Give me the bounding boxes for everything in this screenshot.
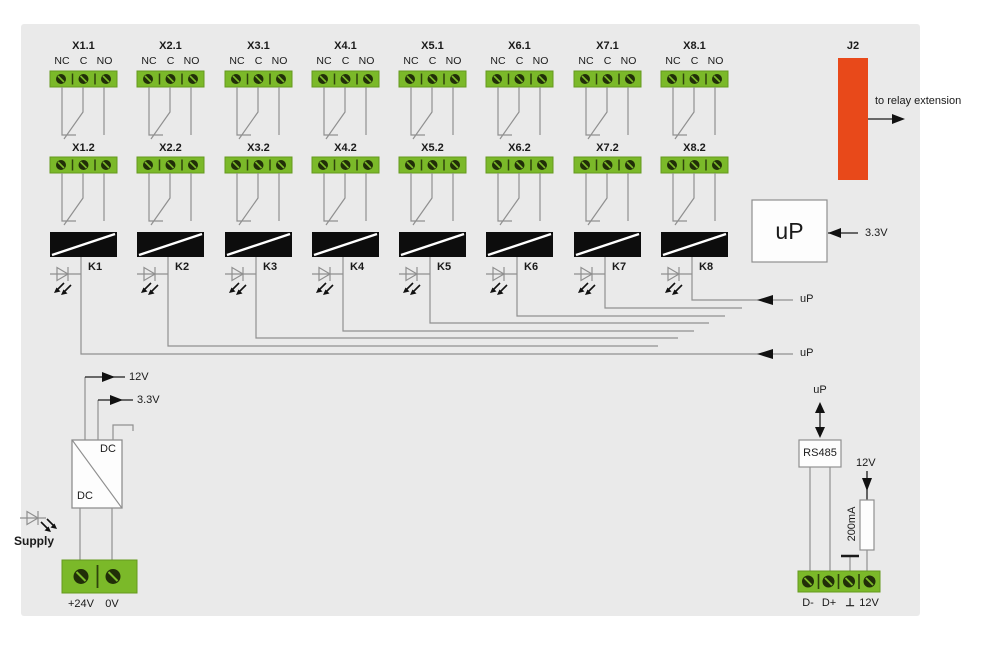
extension-arrow xyxy=(892,114,905,124)
supply-wires xyxy=(79,377,134,560)
terminal-label: X6.1 xyxy=(508,40,531,52)
relay-drive-bus xyxy=(80,257,793,355)
rail-12v-label: 12V xyxy=(129,371,149,383)
rs485-down-arrow xyxy=(815,427,825,438)
relay-label: K3 xyxy=(263,261,278,273)
up-3v3-arrow xyxy=(828,228,841,238)
terminal-label: X8.2 xyxy=(683,142,706,154)
terminal-label: X8.1 xyxy=(683,40,706,52)
fuse-rail-label: 12V xyxy=(856,457,876,469)
rail-12v-arrow xyxy=(102,372,115,382)
supply-led-icon xyxy=(20,510,57,532)
relay-label: K6 xyxy=(524,261,539,273)
terminal-0v-label: 0V xyxy=(105,598,119,610)
up-bus-arrow-bottom xyxy=(757,349,773,359)
relay-label: K1 xyxy=(88,261,103,273)
terminal-dminus-label: D- xyxy=(802,597,814,609)
terminal-label: X7.2 xyxy=(596,142,619,154)
terminal-12v-label: 12V xyxy=(859,597,879,609)
terminal-label: X3.1 xyxy=(247,40,270,52)
up-bus-arrow-top xyxy=(757,295,773,305)
up-power-label: 3.3V xyxy=(865,227,888,239)
j2-connector xyxy=(838,58,868,180)
rs485-box-label: RS485 xyxy=(803,447,837,459)
rail-3v3-arrow xyxy=(110,395,123,405)
fuse-rating-label: 200mA xyxy=(846,506,858,542)
relay-label: K7 xyxy=(612,261,627,273)
supply-terminal-block xyxy=(61,559,138,594)
schematic-background-panel xyxy=(21,24,920,616)
up-bus-label-top: uP xyxy=(800,293,814,305)
extension-note: to relay extension xyxy=(875,95,962,107)
dcdc-bottom-label: DC xyxy=(77,490,93,502)
relay-label: K2 xyxy=(175,261,190,273)
terminal-label: X4.2 xyxy=(334,142,357,154)
rs485-box xyxy=(798,439,842,468)
terminal-24v-label: +24V xyxy=(68,598,94,610)
rs485-up-label: uP xyxy=(813,384,827,396)
rs485-terminal-block xyxy=(797,570,881,593)
relay-label: K5 xyxy=(437,261,452,273)
terminal-label: X2.1 xyxy=(159,40,182,52)
relay-label: K8 xyxy=(699,261,714,273)
j2-label: J2 xyxy=(846,40,860,52)
terminal-dplus-label: D+ xyxy=(821,597,837,609)
rail-3v3-label: 3.3V xyxy=(137,394,160,406)
terminal-label: X5.1 xyxy=(421,40,444,52)
terminal-label: X6.2 xyxy=(508,142,531,154)
terminal-ground-label: ⊥ xyxy=(845,597,855,609)
dcdc-converter xyxy=(71,439,123,509)
up-box xyxy=(751,199,828,263)
rs485-wires xyxy=(809,467,868,571)
fuse-12v-arrow xyxy=(862,478,872,491)
terminal-label: X7.1 xyxy=(596,40,619,52)
fuse xyxy=(859,499,875,551)
rs485-up-arrow xyxy=(815,402,825,413)
relay-label: K4 xyxy=(350,261,365,273)
terminal-label: X1.2 xyxy=(72,142,95,154)
up-box-label: uP xyxy=(775,218,804,244)
terminal-label: X3.2 xyxy=(247,142,270,154)
supply-led-label: Supply xyxy=(14,534,55,548)
terminal-label: X4.1 xyxy=(334,40,357,52)
terminal-label: X5.2 xyxy=(421,142,444,154)
terminal-label: X2.2 xyxy=(159,142,182,154)
dcdc-top-label: DC xyxy=(100,443,116,455)
up-bus-label-bottom: uP xyxy=(800,347,814,359)
terminal-label: X1.1 xyxy=(72,40,95,52)
